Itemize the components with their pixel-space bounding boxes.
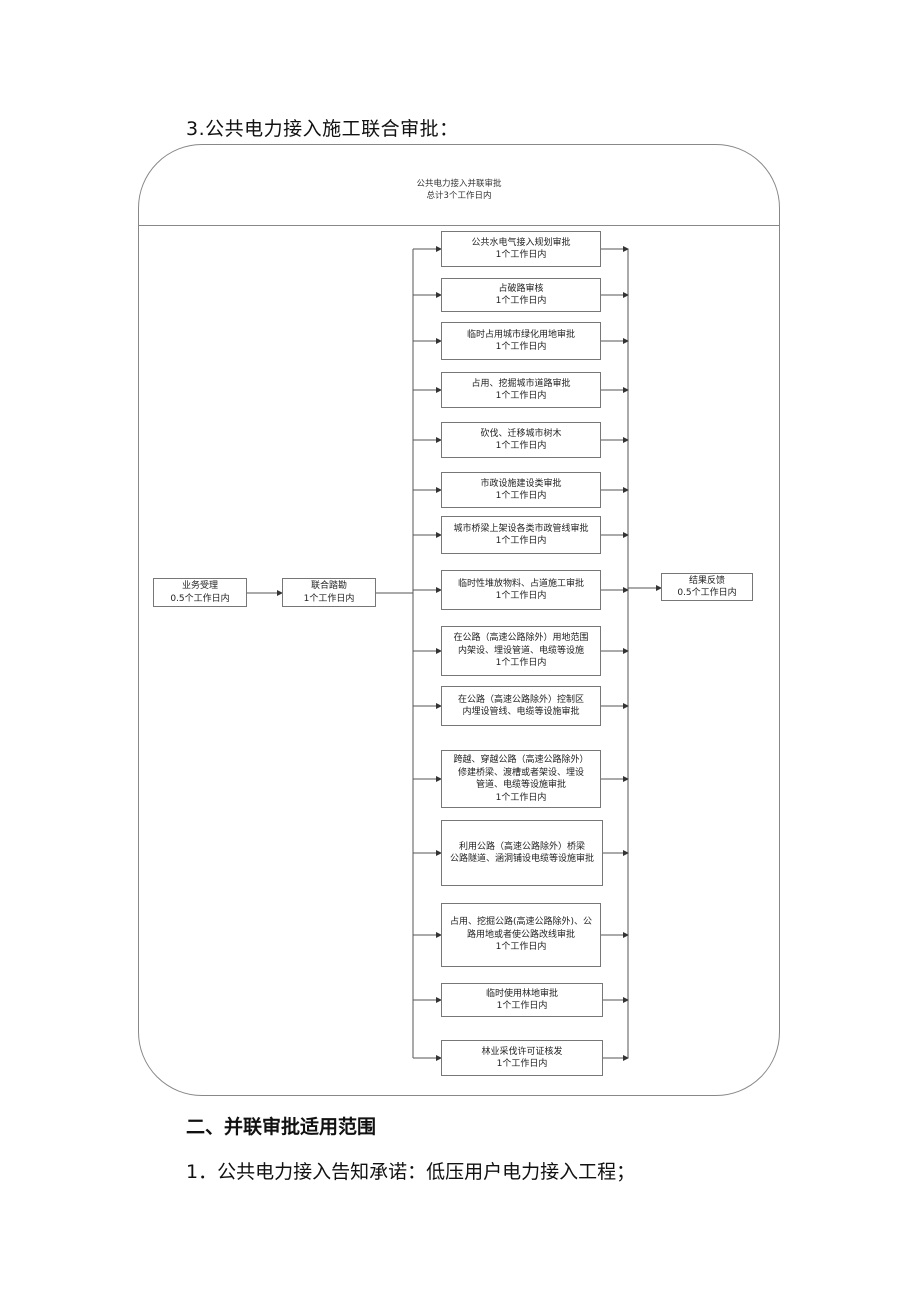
step-text: 1个工作日内 bbox=[495, 441, 547, 451]
step-text: 林业采伐许可证核发 bbox=[481, 1046, 563, 1057]
approval-step-box: 临时占用城市绿化用地审批 1个工作日内 bbox=[441, 322, 601, 360]
step-text: 临时占用城市绿化用地审批 bbox=[466, 329, 575, 340]
section-heading: 3.公共电力接入施工联合审批： bbox=[186, 118, 459, 140]
result-feedback-box: 结果反馈 0.5个工作日内 bbox=[661, 573, 753, 601]
step-text: 占用、挖掘公路(高速公路除外)、公 bbox=[449, 917, 593, 928]
approval-step-box: 公共水电气接入规划审批 1个工作日内 bbox=[441, 231, 601, 267]
approval-step-box: 占破路审核 1个工作日内 bbox=[441, 278, 601, 312]
step-text: 市政设施建设类审批 bbox=[480, 478, 562, 489]
step-text: 1个工作日内 bbox=[495, 342, 547, 352]
step-text: 在公路（高速公路除外）控制区 bbox=[457, 694, 584, 705]
step-text: 修建桥梁、渡槽或者架设、埋设 bbox=[457, 767, 584, 778]
approval-step-box: 在公路（高速公路除外）控制区内埋设管线、电缆等设施审批 bbox=[441, 686, 601, 726]
step-text: 1个工作日内 bbox=[495, 658, 547, 669]
container-title: 公共电力接入并联审批 bbox=[416, 179, 502, 189]
box-title: 结果反馈 bbox=[688, 575, 725, 586]
flowchart-container bbox=[138, 144, 780, 1096]
approval-step-box: 占用、挖掘公路(高速公路除外)、公路用地或者使公路改线审批 1个工作日内 bbox=[441, 903, 601, 967]
step-text: 管道、电缆等设施审批 bbox=[475, 780, 566, 790]
approval-step-box: 林业采伐许可证核发 1个工作日内 bbox=[441, 1040, 603, 1076]
step-text: 1个工作日内 bbox=[495, 250, 547, 260]
box-time: 0.5个工作日内 bbox=[170, 593, 230, 604]
step-text: 公路隧道、涵洞铺设电缆等设施审批 bbox=[449, 854, 594, 864]
step-text: 内埋设管线、电缆等设施审批 bbox=[462, 707, 580, 717]
step-text: 内架设、埋设管道、电缆等设施 bbox=[457, 645, 584, 656]
step-text: 1个工作日内 bbox=[495, 296, 547, 306]
section-title: 二、并联审批适用范围 bbox=[186, 1116, 377, 1138]
approval-step-box: 在公路（高速公路除外）用地范围内架设、埋设管道、电缆等设施 1个工作日内 bbox=[441, 626, 601, 676]
approval-step-box: 临时性堆放物料、占道施工审批 1个工作日内 bbox=[441, 570, 601, 610]
box-time: 1个工作日内 bbox=[303, 593, 355, 604]
step-text: 临时使用林地审批 bbox=[485, 988, 558, 999]
step-text: 临时性堆放物料、占道施工审批 bbox=[457, 578, 584, 589]
container-subtitle: 总计3个工作日内 bbox=[426, 191, 492, 201]
approval-step-box: 市政设施建设类审批 1个工作日内 bbox=[441, 472, 601, 508]
step-text: 跨越、穿越公路（高速公路除外） bbox=[453, 755, 589, 765]
step-text: 在公路（高速公路除外）用地范围 bbox=[453, 633, 589, 644]
step-text: 1个工作日内 bbox=[495, 792, 547, 803]
business-accept-box: 业务受理 0.5个工作日内 bbox=[153, 578, 247, 607]
step-text: 公共水电气接入规划审批 bbox=[471, 237, 571, 248]
box-title: 联合踏勘 bbox=[310, 581, 347, 591]
box-time: 0.5个工作日内 bbox=[677, 588, 737, 598]
step-text: 砍伐、迁移城市树木 bbox=[480, 428, 562, 439]
step-text: 1个工作日内 bbox=[496, 1059, 548, 1069]
approval-step-box: 占用、挖掘城市道路审批 1个工作日内 bbox=[441, 372, 601, 408]
step-text: 占用、挖掘城市道路审批 bbox=[471, 378, 571, 389]
step-text: 1个工作日内 bbox=[495, 491, 547, 501]
step-text: 路用地或者使公路改线审批 bbox=[466, 929, 575, 940]
step-text: 1个工作日内 bbox=[495, 391, 547, 401]
joint-survey-box: 联合踏勘 1个工作日内 bbox=[282, 578, 376, 607]
step-text: 1个工作日内 bbox=[496, 1001, 548, 1011]
step-text: 利用公路（高速公路除外）桥梁 bbox=[458, 841, 585, 852]
list-item: 1．公共电力接入告知承诺：低压用户电力接入工程； bbox=[186, 1161, 636, 1183]
step-text: 占破路审核 bbox=[498, 283, 544, 294]
container-divider bbox=[138, 225, 780, 226]
approval-step-box: 城市桥梁上架设各类市政管线审批 1个工作日内 bbox=[441, 516, 601, 554]
approval-step-box: 临时使用林地审批 1个工作日内 bbox=[441, 983, 603, 1017]
step-text: 城市桥梁上架设各类市政管线审批 bbox=[453, 523, 589, 534]
step-text: 1个工作日内 bbox=[495, 536, 547, 546]
approval-step-box: 利用公路（高速公路除外）桥梁公路隧道、涵洞铺设电缆等设施审批 bbox=[441, 820, 603, 886]
approval-step-box: 砍伐、迁移城市树木 1个工作日内 bbox=[441, 422, 601, 458]
step-text: 1个工作日内 bbox=[495, 591, 547, 601]
box-title: 业务受理 bbox=[181, 581, 218, 591]
approval-step-box: 跨越、穿越公路（高速公路除外） 修建桥梁、渡槽或者架设、埋设管道、电缆等设施审批 1… bbox=[441, 750, 601, 808]
container-header: 公共电力接入并联审批 总计3个工作日内 bbox=[138, 178, 780, 202]
step-text: 1个工作日内 bbox=[495, 942, 547, 953]
